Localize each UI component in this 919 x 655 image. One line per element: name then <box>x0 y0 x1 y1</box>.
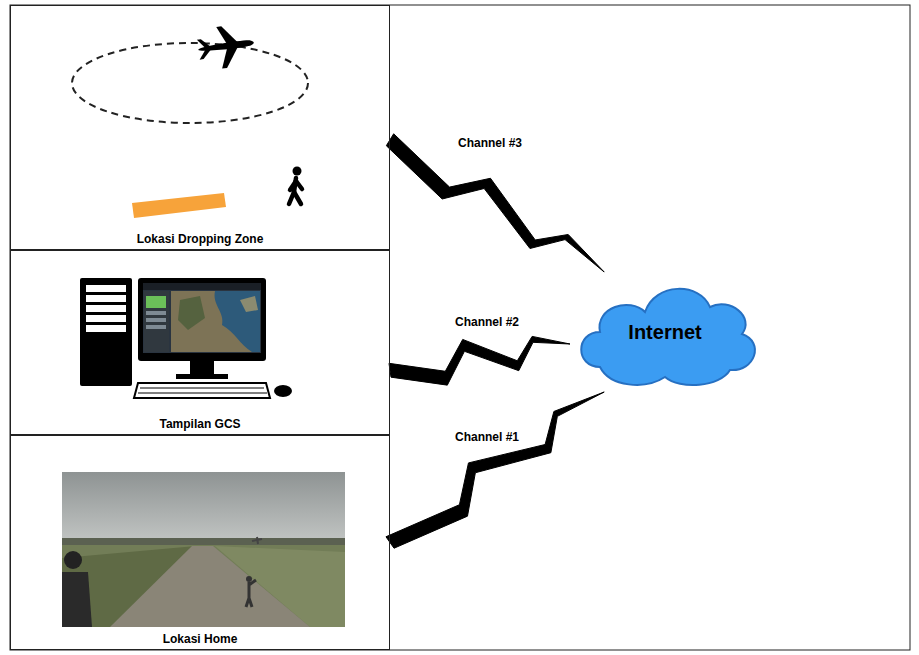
dropping-zone-marker <box>132 193 226 218</box>
cloud-label: Internet <box>628 320 701 344</box>
flight-path <box>72 43 308 123</box>
computer-illustration <box>80 278 292 398</box>
channel-link <box>389 336 570 385</box>
airplane-icon <box>195 22 256 71</box>
internet-cloud: Internet <box>570 272 760 392</box>
location-panel: Lokasi Home <box>10 435 390 650</box>
panel-caption: Tampilan GCS <box>159 417 240 432</box>
outer-frame <box>10 5 910 650</box>
home-photo <box>62 472 345 627</box>
person-icon <box>289 167 302 205</box>
gcs-panel: Tampilan GCS <box>10 250 390 435</box>
channel-link <box>386 134 604 272</box>
panel-caption: Lokasi Home <box>163 632 238 647</box>
channel-link <box>386 392 604 548</box>
channel-label: Channel #2 <box>453 315 521 330</box>
channel-label: Channel #3 <box>456 136 524 151</box>
cloud-outline <box>581 289 755 385</box>
channel-label: Channel #1 <box>453 430 521 445</box>
location-panel: Lokasi Dropping Zone <box>10 5 390 250</box>
panel-caption: Lokasi Dropping Zone <box>137 232 264 247</box>
